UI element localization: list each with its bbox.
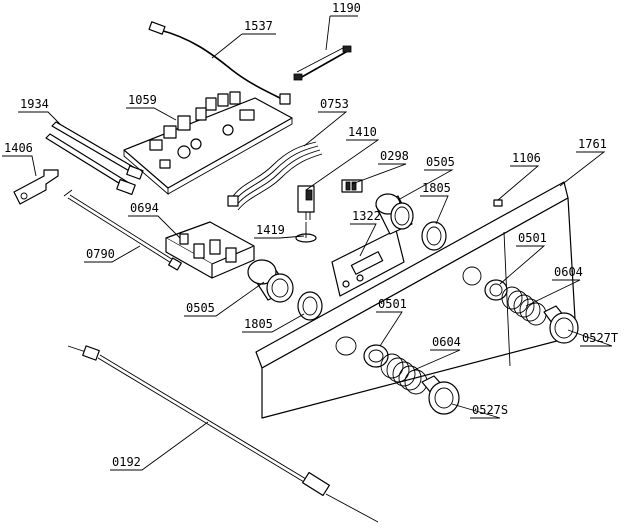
part-1322-display: [331, 229, 405, 297]
label-0527T: 0527T: [582, 331, 618, 345]
label-1934: 1934: [20, 97, 49, 111]
part-1805-upper: [421, 221, 447, 251]
part-0501-upper: [484, 279, 508, 301]
label-0753: 0753: [320, 97, 349, 111]
label-0790: 0790: [86, 247, 115, 261]
label-0192: 0192: [112, 455, 141, 469]
leader-lines: [2, 15, 613, 471]
label-0604-lower: 0604: [432, 335, 461, 349]
label-1059: 1059: [128, 93, 157, 107]
label-1761: 1761: [578, 137, 607, 151]
label-1106: 1106: [512, 151, 541, 165]
label-1805-upper: 1805: [422, 181, 451, 195]
label-1419: 1419: [256, 223, 285, 237]
part-0753-flatcable: [227, 141, 323, 211]
part-0694-block: [165, 221, 255, 279]
part-1059-pcb: [123, 91, 293, 195]
part-1406-bracket: [13, 169, 59, 205]
label-0505-upper: 0505: [426, 155, 455, 169]
part-0505-upper: [375, 193, 414, 235]
label-1322: 1322: [352, 209, 381, 223]
part-1805-lower: [297, 291, 323, 321]
part-1410-switch: [297, 185, 315, 220]
part-0505-lower: [247, 259, 294, 303]
part-0604-upper: [501, 286, 547, 326]
part-1934-rails: [45, 121, 144, 196]
label-1805-lower: 1805: [244, 317, 273, 331]
label-1410: 1410: [348, 125, 377, 139]
label-0298: 0298: [380, 149, 409, 163]
part-0604-lower: [380, 353, 428, 395]
part-1190-ribbon: [293, 45, 352, 81]
part-0527S-knob: [421, 375, 460, 415]
label-1406: 1406: [4, 141, 33, 155]
label-0501-upper: 0501: [518, 231, 547, 245]
part-0790-rod: [63, 189, 182, 271]
part-0527T-knob: [543, 305, 579, 344]
part-0298-connector: [341, 179, 363, 193]
part-0192-probe: [67, 345, 379, 523]
label-0505-lower: 0505: [186, 301, 215, 315]
label-1190: 1190: [332, 1, 361, 15]
label-0604-upper: 0604: [554, 265, 583, 279]
label-0527S: 0527S: [472, 403, 508, 417]
label-0501-lower: 0501: [378, 297, 407, 311]
part-0501-lower: [363, 344, 389, 368]
label-1537: 1537: [244, 19, 273, 33]
part-1419-lamp: [295, 222, 317, 243]
part-1537-cable: [148, 21, 291, 105]
label-0694: 0694: [130, 201, 159, 215]
